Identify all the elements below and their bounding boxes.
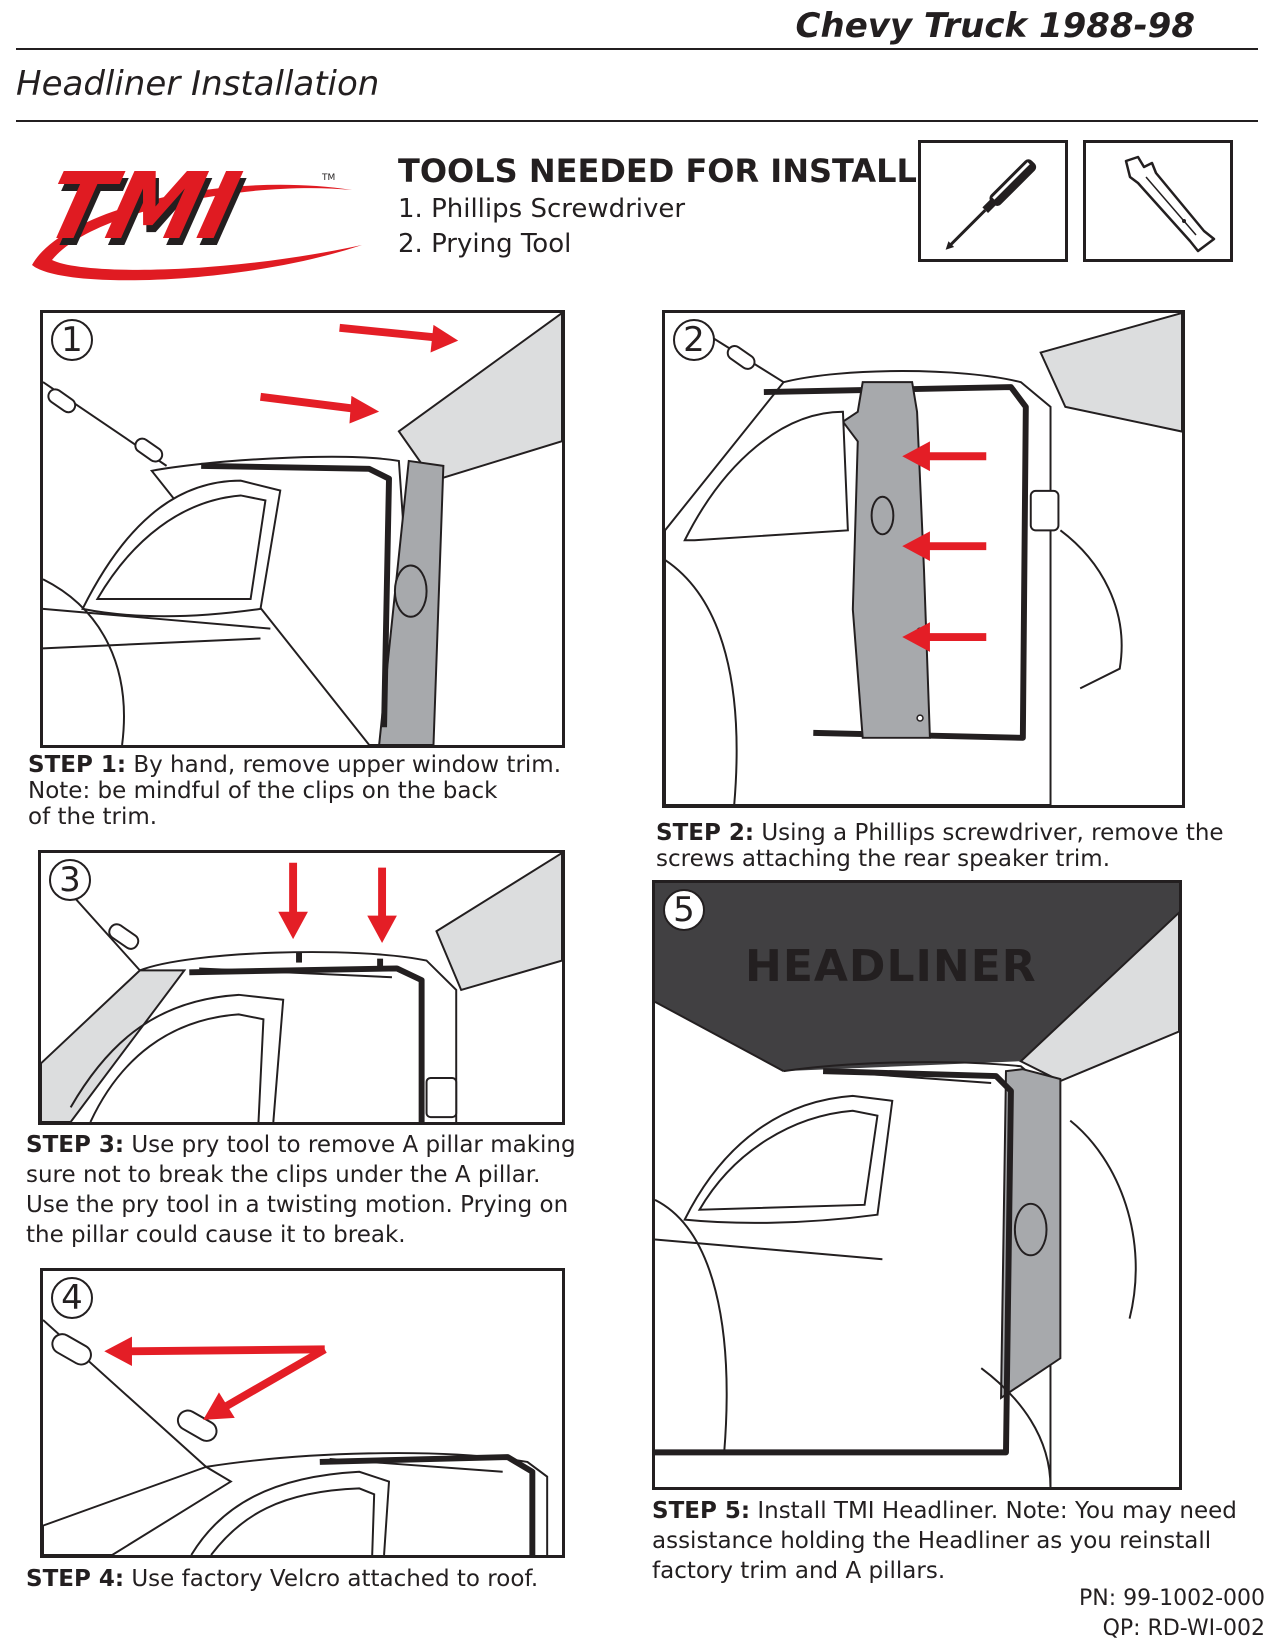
step-5-text-2: assistance holding the Headliner as you … [652, 1528, 1212, 1554]
step-1-text-2: Note: be mindful of the clips on the bac… [28, 778, 498, 804]
step-5-number: 5 [663, 889, 705, 931]
headliner-label: HEADLINER [745, 941, 1037, 992]
screwdriver-icon [945, 159, 1037, 250]
step-5-label: STEP 5: [652, 1498, 751, 1524]
qp-number: QP: RD-WI-002 [1102, 1616, 1265, 1641]
logo-text: TMI [34, 153, 249, 260]
document-subtitle: Headliner Installation [16, 64, 380, 104]
tool-item-prying-tool: 2. Prying Tool [398, 229, 572, 259]
step-1-illustration: 1 [40, 310, 565, 748]
step-3-label: STEP 3: [26, 1132, 125, 1158]
step-5-illustration: 5 HEADLINER [652, 880, 1182, 1490]
pry-tool-icon [1124, 155, 1216, 253]
step-5-caption: STEP 5: Install TMI Headliner. Note: You… [652, 1496, 1237, 1586]
header-rule-top [16, 48, 1258, 50]
step-4-illustration: 4 [40, 1268, 565, 1558]
header-rule-bottom [16, 120, 1258, 122]
document-title: Chevy Truck 1988-98 [795, 6, 1195, 46]
step-4-number: 4 [51, 1277, 93, 1319]
step-4-caption: STEP 4: Use factory Velcro attached to r… [26, 1566, 538, 1592]
step-1-label: STEP 1: [28, 752, 127, 778]
step-1-number: 1 [51, 319, 93, 361]
tool-box-screwdriver [918, 140, 1068, 262]
step-5-text-3: factory trim and A pillars. [652, 1558, 946, 1584]
tmi-logo: TMI TMI TM [22, 150, 372, 285]
logo-shadow-text: TMI [38, 160, 253, 267]
step-3-number: 3 [49, 859, 91, 901]
step-3-illustration: 3 [38, 850, 565, 1125]
step-2-text-2: screws attaching the rear speaker trim. [656, 846, 1111, 872]
logo-tm: TM [321, 173, 335, 183]
step-1-text-3: of the trim. [28, 804, 158, 830]
step-5-text: Install TMI Headliner. Note: You may nee… [750, 1498, 1237, 1524]
step-3-text-4: the pillar could cause it to break. [26, 1222, 406, 1248]
step-2-number: 2 [673, 319, 715, 361]
step-3-text-2: sure not to break the clips under the A … [26, 1162, 541, 1188]
step-2-caption: STEP 2: Using a Phillips screwdriver, re… [656, 820, 1224, 872]
tool-item-screwdriver: 1. Phillips Screwdriver [398, 194, 686, 224]
step-1-caption: STEP 1: By hand, remove upper window tri… [28, 752, 561, 830]
step-3-text-3: Use the pry tool in a twisting motion. P… [26, 1192, 569, 1218]
step-2-illustration: 2 [662, 310, 1185, 808]
part-number: PN: 99-1002-000 [1079, 1586, 1265, 1611]
step-1-text: By hand, remove upper window trim. [126, 752, 562, 778]
step-2-label: STEP 2: [656, 820, 755, 846]
tool-box-pry-tool [1083, 140, 1233, 262]
step-3-caption: STEP 3: Use pry tool to remove A pillar … [26, 1130, 576, 1250]
step-2-text: Using a Phillips screwdriver, remove the [754, 820, 1224, 846]
step-4-text: Use factory Velcro attached to roof. [124, 1566, 539, 1592]
step-3-text: Use pry tool to remove A pillar making [124, 1132, 576, 1158]
tools-heading: TOOLS NEEDED FOR INSTALL: [398, 152, 930, 190]
step-4-label: STEP 4: [26, 1566, 125, 1592]
